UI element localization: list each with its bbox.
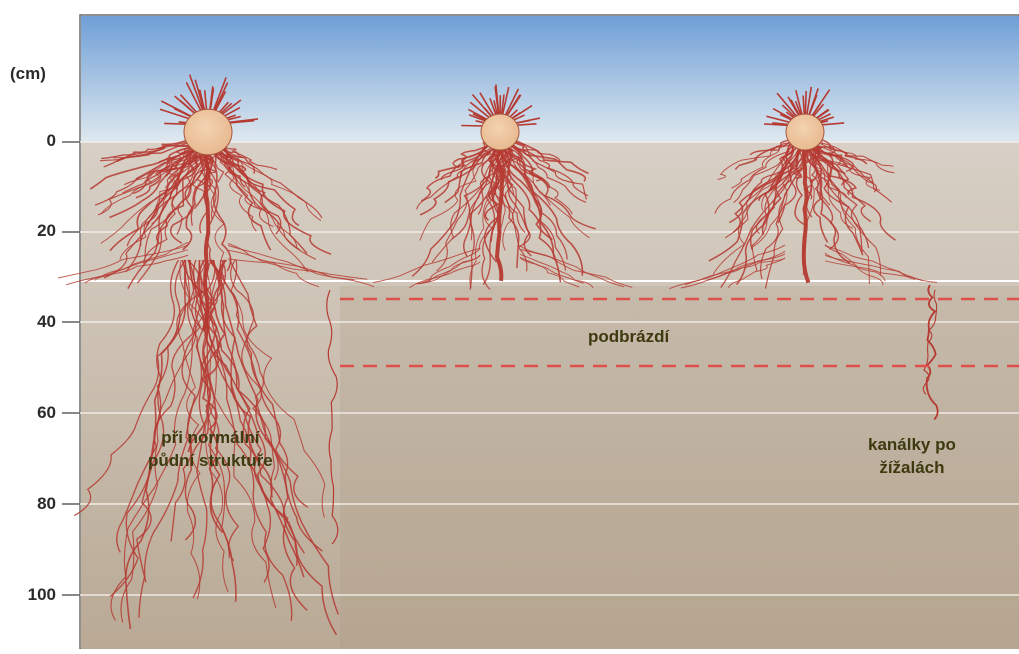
depth-tick-100: 100 [8,585,56,605]
normal-structure-label: při normální půdní struktuře [148,426,273,472]
earthworm-channels-label: kanálky po žížalách [868,433,956,479]
depth-tick-60: 60 [8,403,56,423]
plant-middle-bulb-body [481,114,519,150]
earthworm-channels-label-line2: žížalách [868,456,956,479]
subsoil-label: podbrázdí [588,325,669,348]
depth-tick-20: 20 [8,221,56,241]
earthworm-channels-label-line1: kanálky po [868,433,956,456]
depth-tick-40: 40 [8,312,56,332]
depth-tick-0: 0 [8,131,56,151]
depth-unit-label: (cm) [10,64,60,84]
normal-structure-label-line2: půdní struktuře [148,449,273,472]
plant-earthworm-channels-bulb-body [786,114,824,150]
depth-tick-80: 80 [8,494,56,514]
normal-structure-label-line1: při normální [148,426,273,449]
plant-normal-structure-bulb-body [184,109,232,155]
